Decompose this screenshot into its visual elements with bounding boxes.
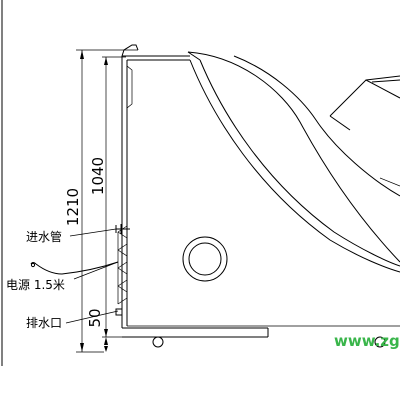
dimension-label-1040: 1040 — [89, 157, 107, 195]
cabinet-body — [121, 44, 400, 348]
hood-structure — [329, 75, 400, 187]
drain-outlet-label: 排水口 — [26, 316, 62, 330]
dimension-1040: 1040 — [89, 56, 126, 337]
dimension-50: 50 — [86, 308, 124, 352]
curved-door — [187, 51, 400, 273]
water-inlet-label: 进水管 — [26, 229, 62, 244]
dimension-1210: 1210 — [64, 49, 138, 353]
water-inlet: 进水管 — [26, 224, 130, 244]
power-cable-label: 电源 1.5米 — [6, 278, 65, 292]
round-port — [182, 236, 228, 282]
power-cable: 电源 1.5米 — [6, 261, 119, 292]
drain-outlet: 排水口 — [26, 308, 123, 330]
dimension-label-50: 50 — [86, 308, 104, 327]
watermark-text: www.zg. — [334, 332, 400, 350]
dimension-label-1210: 1210 — [64, 188, 82, 226]
